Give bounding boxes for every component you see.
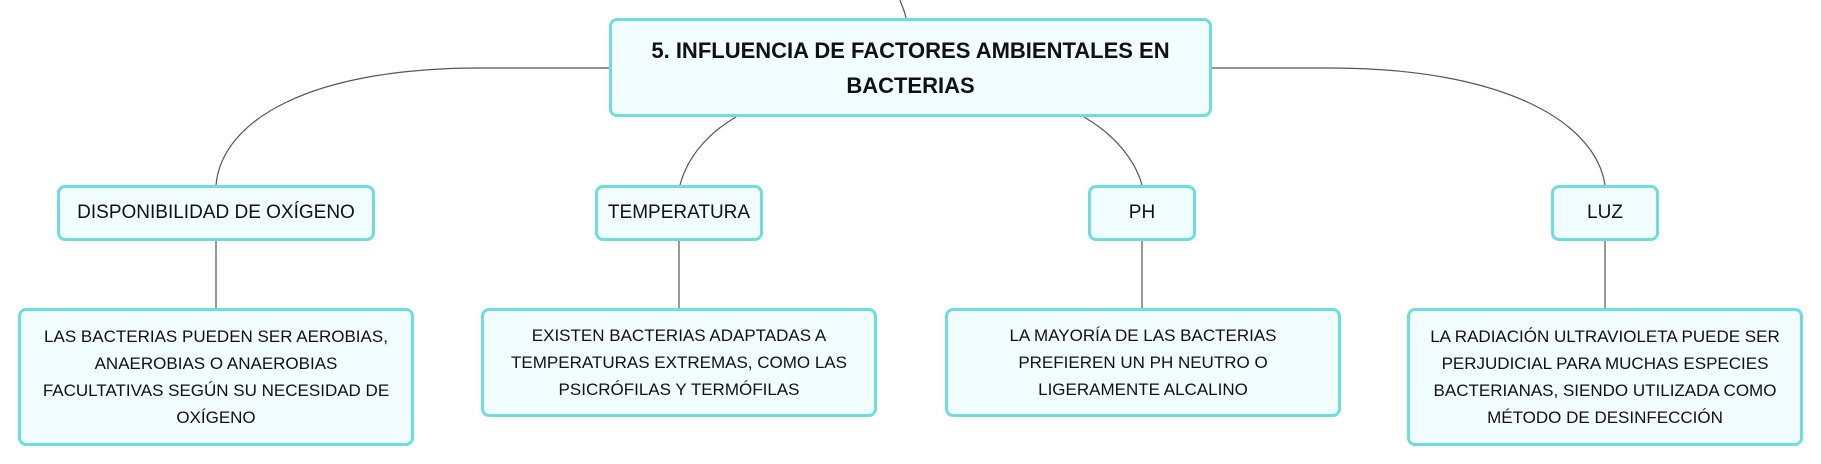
- detail-text-luz: LA RADIACIÓN ULTRAVIOLETA PUEDE SER PERJ…: [1430, 327, 1780, 427]
- topic-node-luz[interactable]: LUZ: [1551, 185, 1659, 241]
- topic-label-oxigeno: DISPONIBILIDAD DE OXÍGENO: [77, 202, 355, 223]
- detail-node-ph[interactable]: LA MAYORÍA DE LAS BACTERIAS PREFIEREN UN…: [945, 308, 1341, 417]
- connector-root-to-temperatura: [679, 116, 737, 186]
- connector-root-to-oxigeno: [215, 67, 609, 186]
- topic-label-temperatura: TEMPERATURA: [607, 202, 751, 223]
- detail-text-ph: LA MAYORÍA DE LAS BACTERIAS PREFIEREN UN…: [1009, 326, 1277, 399]
- connector-root-to-luz: [1212, 67, 1606, 186]
- root-topic-title: 5. INFLUENCIA DE FACTORES AMBIENTALES EN…: [651, 37, 1170, 98]
- topic-label-ph: PH: [1128, 202, 1156, 223]
- connector-to-parent: [899, 0, 907, 19]
- root-topic-node[interactable]: 5. INFLUENCIA DE FACTORES AMBIENTALES EN…: [609, 18, 1212, 117]
- detail-text-oxigeno: LAS BACTERIAS PUEDEN SER AEROBIAS, ANAER…: [42, 327, 390, 427]
- detail-text-temperatura: EXISTEN BACTERIAS ADAPTADAS A TEMPERATUR…: [511, 326, 847, 399]
- detail-node-luz[interactable]: LA RADIACIÓN ULTRAVIOLETA PUEDE SER PERJ…: [1407, 308, 1803, 446]
- topic-node-ph[interactable]: PH: [1088, 185, 1196, 241]
- topic-node-temperatura[interactable]: TEMPERATURA: [595, 185, 763, 241]
- connector-root-to-ph: [1083, 116, 1143, 186]
- detail-node-temperatura[interactable]: EXISTEN BACTERIAS ADAPTADAS A TEMPERATUR…: [481, 308, 877, 417]
- topic-label-luz: LUZ: [1587, 202, 1623, 223]
- detail-node-oxigeno[interactable]: LAS BACTERIAS PUEDEN SER AEROBIAS, ANAER…: [18, 308, 414, 446]
- topic-node-oxigeno[interactable]: DISPONIBILIDAD DE OXÍGENO: [57, 185, 375, 241]
